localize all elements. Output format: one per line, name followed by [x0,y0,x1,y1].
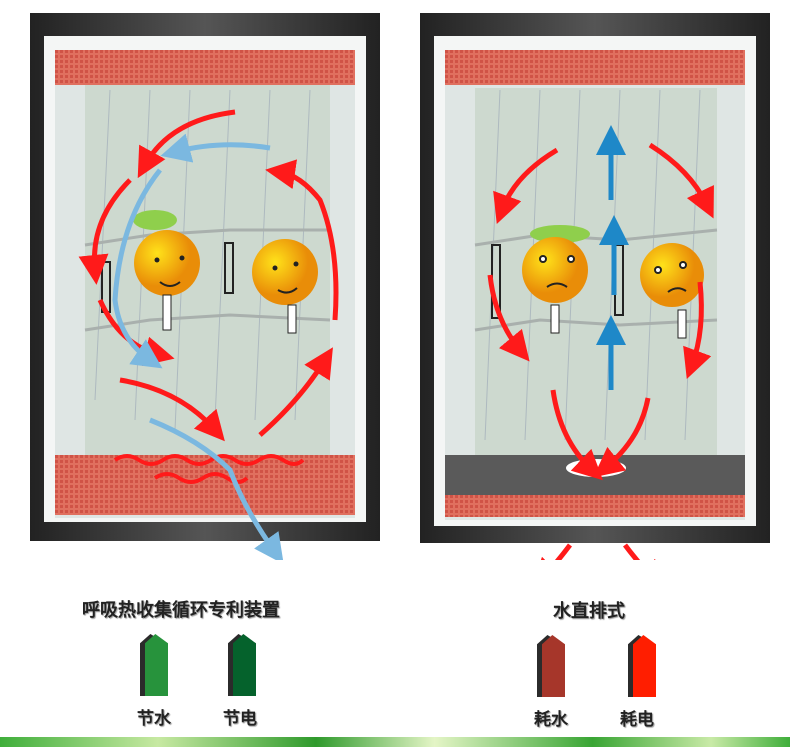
left-title: 呼吸热收集循环专利装置 [82,600,280,621]
happy-fruit-icon [252,239,318,334]
consume-power-label: 耗电 [620,710,654,730]
bottom-heater [445,495,745,517]
plant-tray [224,242,234,294]
top-heater [445,50,745,85]
consume-water-label: 耗水 [534,710,568,730]
consume-power-bar [628,635,656,697]
leaf-banner-strip [0,737,790,747]
sad-fruit-icon [522,225,590,334]
top-heater [55,50,355,85]
left-chamber [30,13,380,560]
red-down-arrows [487,142,714,560]
blue-air-arrows [112,133,284,560]
drain-hole [566,459,626,477]
right-title: 水直排式 [553,601,625,622]
happy-fruit-icon [133,210,200,331]
shelf-line [474,318,718,332]
consume-water-bar [537,635,565,697]
save-water-label: 节水 [137,709,171,729]
save-power-label: 节电 [223,709,257,729]
blue-up-arrows [596,125,629,390]
save-water-bar [140,634,168,696]
sad-fruit-icon [640,243,704,339]
chambers-scene [30,13,770,560]
save-power-bar [228,634,256,696]
right-chamber [420,13,770,560]
shelf-line [84,228,330,247]
